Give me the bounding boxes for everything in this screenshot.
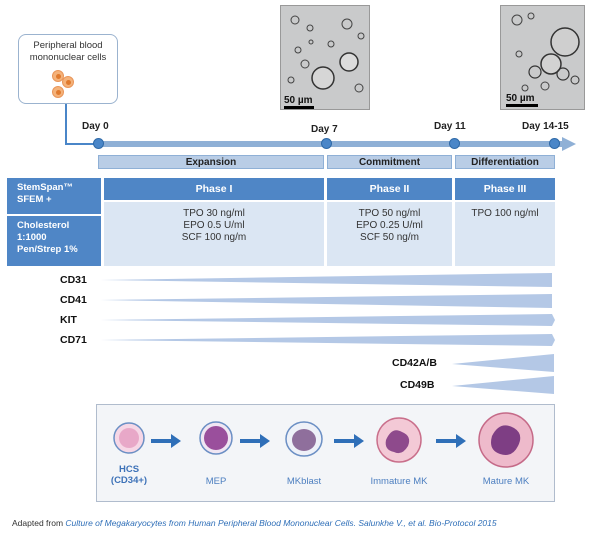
stage-differentiation: Differentiation — [455, 155, 555, 169]
increasing-wedges — [452, 354, 554, 394]
timeline-dot-day11 — [449, 138, 460, 149]
differentiation-panel — [96, 404, 555, 502]
wedge-kit — [100, 314, 555, 326]
micrograph-cells-day7 — [287, 15, 365, 93]
pbmc-cell-icon — [52, 86, 64, 98]
marker-kit: KIT — [60, 314, 77, 326]
arrow-right-icon — [436, 434, 466, 448]
citation-prefix: Adapted from — [12, 518, 64, 528]
cell-label-immature-mk: Immature MK — [370, 476, 428, 487]
day-label-11: Day 11 — [434, 121, 466, 132]
cell-label-mature-mk: Mature MK — [482, 476, 530, 487]
marker-cd71: CD71 — [60, 334, 87, 346]
media-base-line-1: StemSpan™ — [17, 182, 73, 193]
marker-cd49b: CD49B — [400, 379, 435, 391]
citation-source: Culture of Megakaryocytes from Human Per… — [65, 518, 497, 528]
day-label-14-15: Day 14-15 — [522, 121, 569, 132]
day-label-7: Day 7 — [311, 124, 338, 135]
scale-label-day14: 50 µm — [506, 93, 535, 104]
wedge-cd41 — [100, 294, 552, 308]
source-label-line-1: Peripheral blood — [33, 40, 103, 51]
pbmc-cell-icon — [52, 70, 64, 82]
phase-1-factor: EPO 0.5 U/ml — [183, 220, 245, 231]
media-supplements: Cholesterol 1:1000 Pen/Strep 1% — [7, 216, 101, 266]
differentiation-cells — [113, 412, 534, 468]
mkblast-cell-icon — [285, 421, 323, 457]
immature-mk-cell-icon — [376, 417, 422, 463]
phase-3-header: Phase III — [455, 178, 555, 200]
cell-label-mep: MEP — [205, 476, 227, 487]
phase-1-header: Phase I — [104, 178, 324, 200]
stage-commitment: Commitment — [327, 155, 452, 169]
phase-3-factor: TPO 100 ng/ml — [471, 208, 539, 219]
phase-1-factor: SCF 100 ng/m — [181, 232, 247, 243]
wedge-cd71 — [100, 334, 555, 346]
wedge-cd31 — [100, 273, 552, 287]
scale-label-day7: 50 µm — [284, 95, 313, 106]
timeline-dot-day7 — [321, 138, 332, 149]
micrograph-day7 — [280, 5, 370, 110]
phase-2-factor: TPO 50 ng/ml — [358, 208, 421, 219]
phase-2-factors: TPO 50 ng/ml EPO 0.25 U/ml SCF 50 ng/m — [327, 202, 452, 266]
marker-cd41: CD41 — [60, 294, 87, 306]
arrow-right-icon — [151, 434, 181, 448]
arrow-right-icon — [240, 434, 270, 448]
phase-2-factor: EPO 0.25 U/ml — [356, 220, 423, 231]
cell-label-mkblast: MKblast — [286, 476, 322, 487]
timeline-dot-day0 — [93, 138, 104, 149]
wedge-cd42ab — [452, 354, 554, 372]
media-base-line-2: SFEM + — [17, 194, 52, 205]
marker-cd31: CD31 — [60, 274, 87, 286]
phase-2-factor: SCF 50 ng/m — [360, 232, 419, 243]
hcs-cell-icon — [113, 422, 145, 454]
marker-wedges — [100, 273, 555, 346]
source-label-line-2: mononuclear cells — [29, 52, 107, 63]
micrograph-cells-day14 — [511, 12, 580, 92]
cell-label-hcs-line-1: HCS — [118, 464, 140, 475]
phase-1-factors: TPO 30 ng/ml EPO 0.5 U/ml SCF 100 ng/m — [104, 202, 324, 266]
day-label-0: Day 0 — [82, 121, 109, 132]
micrograph-day14 — [500, 5, 585, 110]
timeline-dot-day14 — [549, 138, 560, 149]
phase-2-header: Phase II — [327, 178, 452, 200]
mature-mk-cell-icon — [478, 412, 534, 468]
phase-1-factor: TPO 30 ng/ml — [183, 208, 245, 219]
arrow-right-icon — [334, 434, 364, 448]
cell-label-hcs: HCS (CD34+) — [99, 464, 159, 486]
citation: Adapted from Culture of Megakaryocytes f… — [12, 518, 497, 528]
media-supp-line-3: Pen/Strep 1% — [17, 244, 78, 255]
media-base: StemSpan™ SFEM + — [7, 178, 101, 214]
pbmc-cell-icon — [62, 76, 74, 88]
media-supp-line-2: 1:1000 — [17, 232, 47, 243]
stage-expansion: Expansion — [98, 155, 324, 169]
media-supp-line-1: Cholesterol — [17, 220, 70, 231]
source-label: Peripheral blood mononuclear cells — [18, 40, 118, 64]
marker-cd42ab: CD42A/B — [392, 357, 437, 369]
progression-arrows — [151, 434, 466, 448]
source-box — [18, 34, 118, 104]
scale-bar-day14 — [506, 104, 538, 107]
phase-3-factors: TPO 100 ng/ml — [455, 202, 555, 266]
cell-label-hcs-line-2: (CD34+) — [110, 475, 148, 486]
wedge-cd49b — [452, 376, 554, 394]
scale-bar-day7 — [284, 106, 314, 109]
timeline-arrow — [96, 137, 576, 151]
mep-cell-icon — [199, 421, 233, 455]
